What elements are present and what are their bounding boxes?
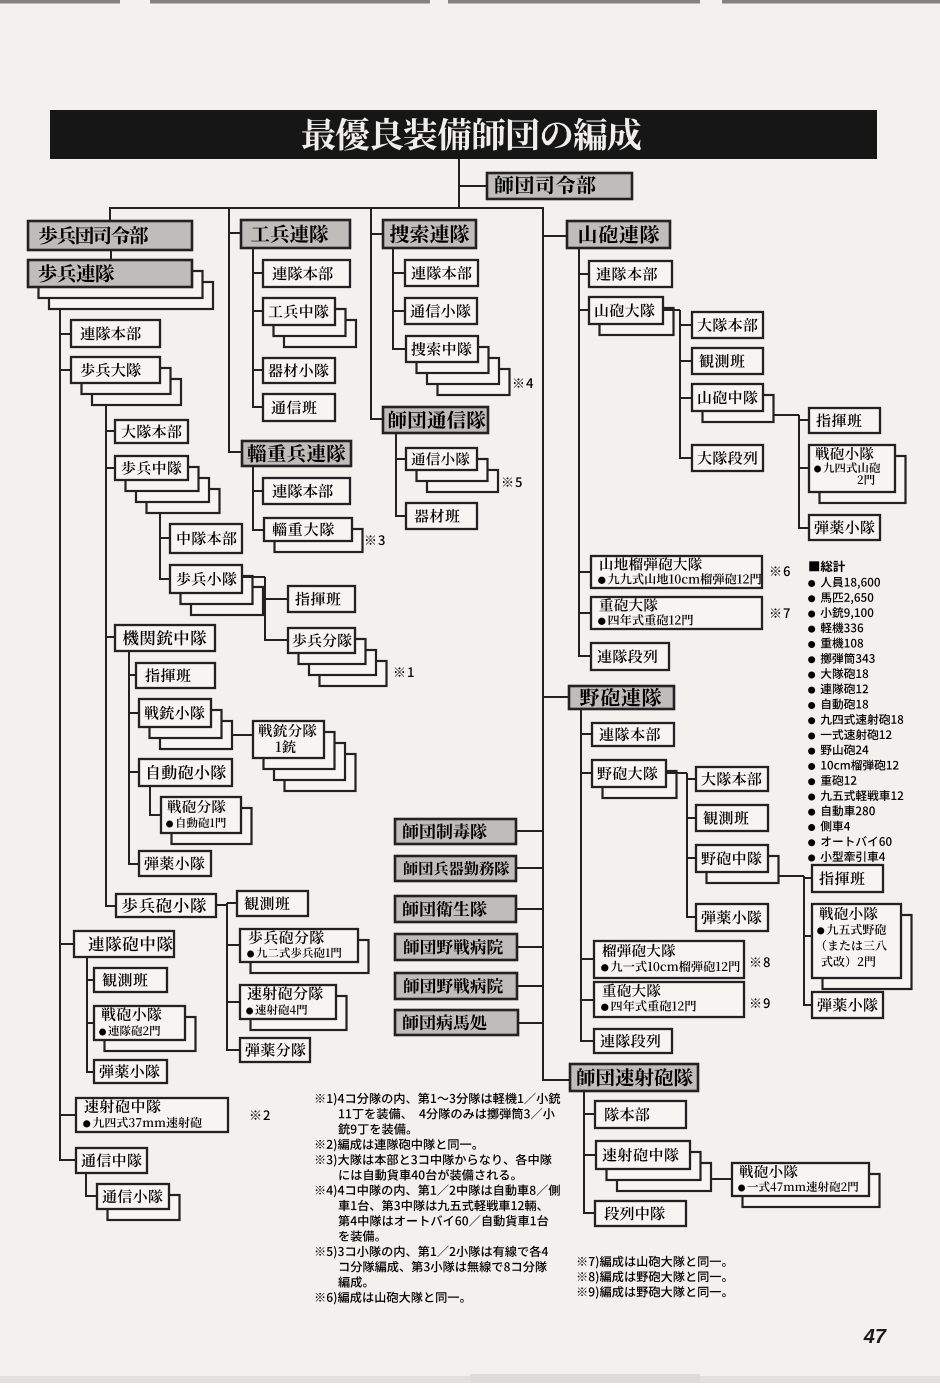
- svg-text:47: 47: [863, 1326, 887, 1348]
